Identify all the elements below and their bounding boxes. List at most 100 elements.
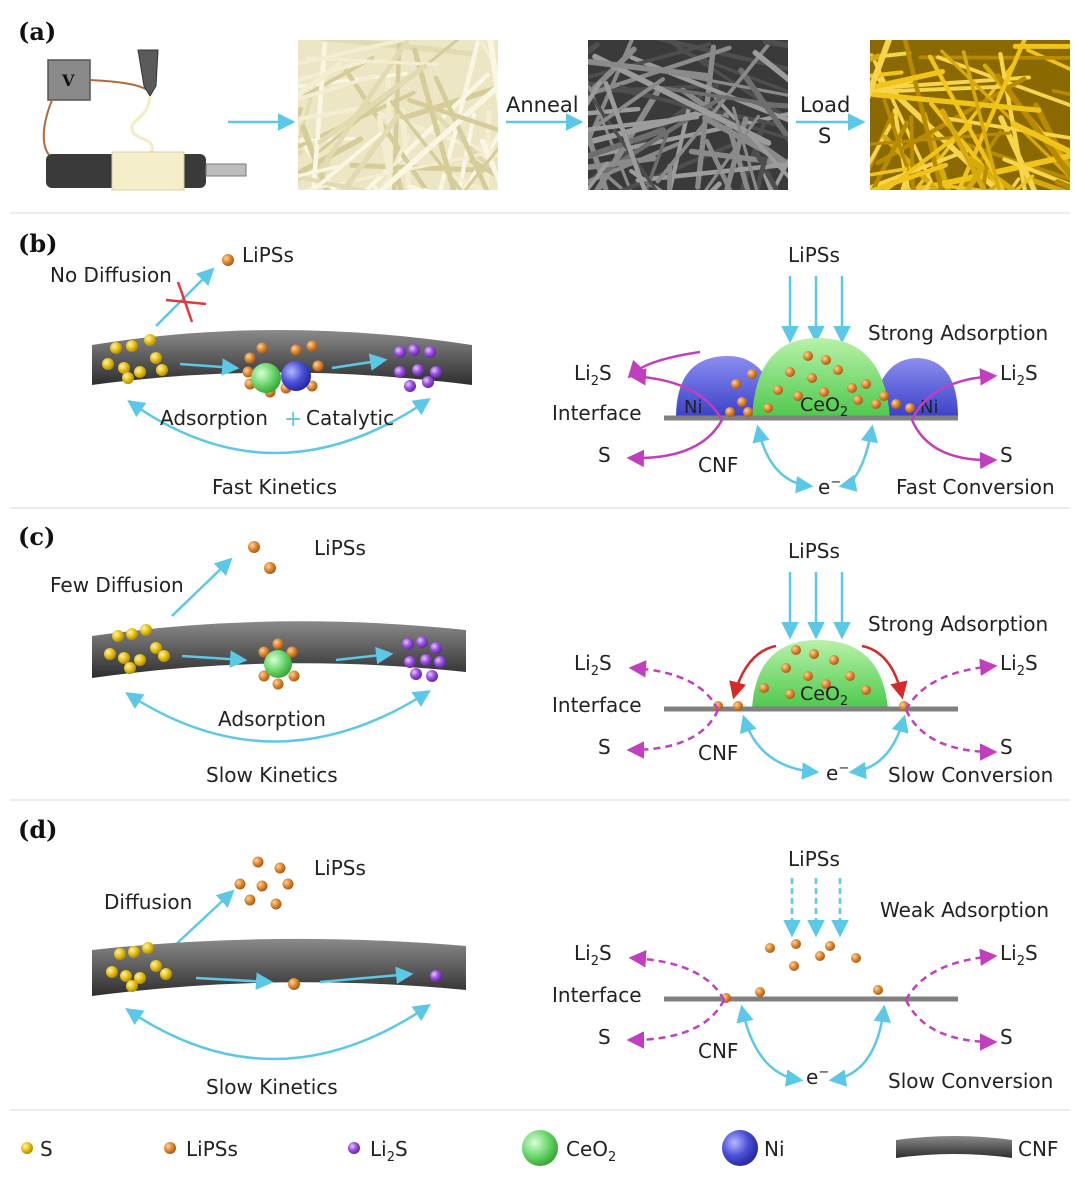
fiber-strand: [923, 180, 932, 190]
li2s-particle: [422, 376, 434, 388]
no-diffusion-label: No Diffusion: [50, 263, 172, 287]
sulfur-particle: [118, 652, 130, 664]
conversion-arrow-b2: [331, 353, 388, 371]
fiber-strand: [961, 141, 1070, 182]
fiber-strand: [310, 131, 383, 190]
lipss-particle: [759, 683, 769, 693]
panel-a: (a) V Anneal Load S: [18, 17, 1070, 273]
legend-lipss-swatch: [164, 1142, 176, 1154]
lipss-particle: [853, 395, 863, 405]
sulfur-particle: [126, 980, 138, 992]
fiber-strand: [793, 47, 866, 273]
fiber-strand: [377, 82, 498, 190]
fiber-strand: [588, 161, 609, 190]
sulfur-loaded-fiber-mat: [870, 40, 1070, 190]
fiber-strand: [469, 158, 498, 179]
conversion-arrow-b1: [179, 358, 240, 376]
lipss-particle: [819, 387, 829, 397]
fiber-strand: [300, 124, 330, 190]
legend-sulfur-label: S: [40, 1137, 53, 1161]
li2s-particle: [408, 344, 420, 356]
s-label-d-right: S: [1000, 1025, 1013, 1049]
voltage-wire: [89, 79, 149, 91]
sulfur-particle: [104, 648, 116, 660]
electron-arc-b-left: [752, 424, 814, 494]
legend-cnf-label: CNF: [1018, 1137, 1058, 1161]
legend: S LiPSs Li2S CeO2 Ni CNF: [21, 1130, 1058, 1166]
li2s-label-b-left: Li2S: [574, 361, 612, 389]
fiber-strand: [940, 108, 988, 190]
fiber-strand: [870, 68, 946, 91]
lipss-particle: [803, 671, 813, 681]
sulfur-particle: [112, 630, 124, 642]
lipss-particle: [833, 365, 843, 375]
lipss-particle: [755, 987, 765, 997]
sulfur-particle: [120, 970, 132, 982]
lipss-particle: [861, 685, 871, 695]
fiber-strand: [644, 132, 669, 190]
s-arrow-b-left: [626, 419, 724, 468]
conversion-label-d: Slow Conversion: [888, 1069, 1053, 1093]
fiber-strand: [709, 181, 722, 190]
li2s-label-c-right: Li2S: [1000, 651, 1038, 679]
lipss-particle: [765, 943, 775, 953]
fiber-strand: [298, 73, 378, 102]
lipss-particle: [290, 344, 302, 356]
strong-adsorption-label-c: Strong Adsorption: [868, 612, 1048, 636]
li2s-particle: [426, 670, 438, 682]
cnf-label-d: CNF: [698, 1039, 738, 1063]
fiber-strand: [588, 45, 732, 97]
fiber-strand: [603, 81, 648, 190]
fiber-strand: [588, 58, 713, 80]
fiber-strand: [438, 40, 481, 190]
fiber-strand: [882, 123, 973, 190]
fiber-strand: [392, 165, 404, 190]
fiber-strand: [870, 162, 949, 190]
lipss-label-b-right: LiPSs: [788, 243, 840, 267]
lipss-particle: [791, 645, 801, 655]
lipss-particle: [879, 391, 889, 401]
plus-sign: +: [284, 407, 302, 432]
li2s-particle: [412, 364, 424, 376]
kinetics-label-b: Fast Kinetics: [212, 475, 337, 499]
adsorbed-lipss-b: [725, 351, 915, 417]
conversion-arrow-c1: [181, 650, 248, 668]
lipss-particle: [747, 369, 757, 379]
fiber-strand: [298, 106, 303, 122]
lipss-particle: [733, 701, 743, 711]
lipss-particle: [829, 655, 839, 665]
carbon-fiber-mat: [588, 40, 866, 273]
lipss-particle: [763, 403, 773, 413]
fiber-strand: [588, 77, 665, 135]
fiber-strand: [298, 55, 375, 102]
lipss-particle: [282, 878, 294, 890]
fiber-strand: [298, 61, 343, 99]
li2s-particle: [410, 668, 422, 680]
li2s-particle: [404, 380, 416, 392]
fiber-strand: [317, 63, 428, 145]
sulfur-particle: [150, 960, 162, 972]
fiber-strand: [1010, 121, 1070, 156]
fiber-strand: [655, 85, 788, 109]
fiber-strand: [754, 151, 780, 190]
li2s-arrow-d-left: [628, 950, 726, 1001]
lipss-particle: [743, 407, 753, 417]
fiber-strand: [588, 46, 637, 99]
lipss-particle: [244, 352, 256, 364]
lipss-particle: [861, 379, 871, 389]
sulfur-particle: [158, 650, 170, 662]
fiber-strand: [305, 56, 439, 67]
fiber-strand: [390, 100, 463, 190]
lipss-particle: [807, 373, 817, 383]
fiber-strand: [1002, 157, 1070, 188]
s-label-b-left: S: [598, 443, 611, 467]
fiber-strand: [870, 123, 893, 166]
sulfur-particle: [134, 366, 146, 378]
fiber-strand: [298, 164, 340, 178]
panel-b: (b) No Diffusion LiPSs Adsorption + Cata…: [18, 229, 1055, 499]
lipss-particle: [773, 385, 783, 395]
fiber-strand: [901, 152, 1070, 190]
sulfur-particle: [128, 946, 140, 958]
electron-label-c: e−: [826, 761, 849, 785]
